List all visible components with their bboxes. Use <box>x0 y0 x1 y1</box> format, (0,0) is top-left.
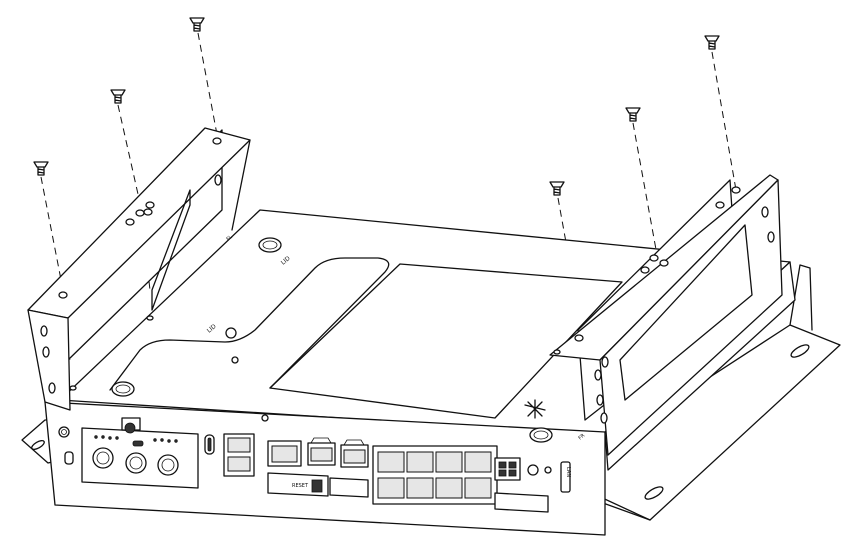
bracket-mark-left: FL <box>225 234 233 242</box>
bracket-mark-right: FR <box>577 433 586 442</box>
right-bracket: FR <box>549 174 783 456</box>
front-panel: RESET LAN <box>58 417 571 513</box>
screw-left-3 <box>33 161 49 176</box>
lid-mark-2: LID <box>206 323 218 335</box>
front-text: LAN <box>565 467 571 477</box>
screw-right-3 <box>549 181 565 196</box>
rj45-port-block <box>372 445 498 505</box>
left-bracket: FL <box>27 127 251 411</box>
screw-top-left <box>189 17 205 32</box>
slot-text: RESET <box>292 483 309 489</box>
screw-right-2 <box>625 107 641 122</box>
lid-mark-1: LID <box>280 255 292 267</box>
screw-left-2 <box>110 89 126 104</box>
status-leds <box>94 435 178 443</box>
screw-top-right <box>704 35 720 50</box>
